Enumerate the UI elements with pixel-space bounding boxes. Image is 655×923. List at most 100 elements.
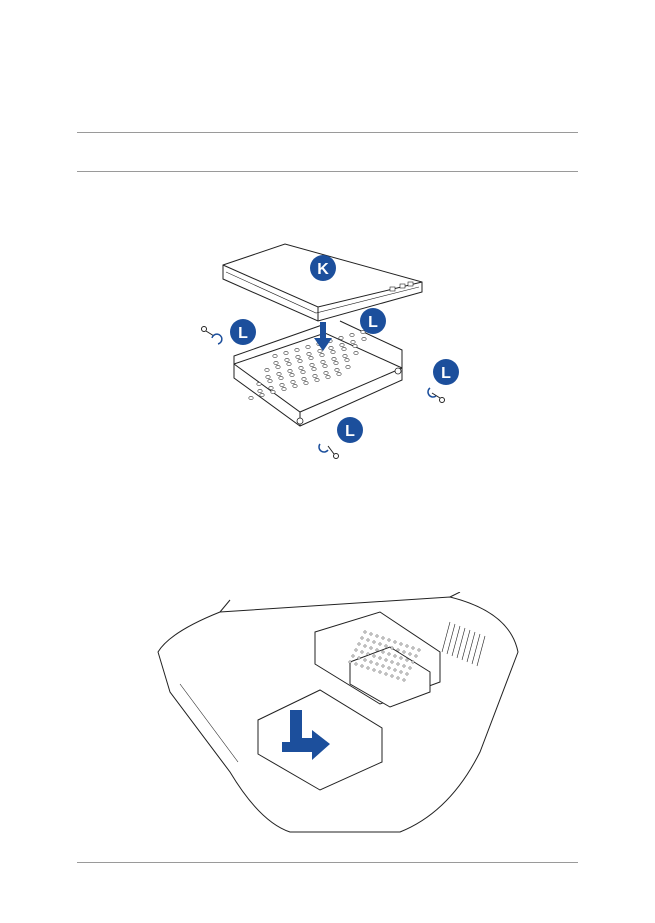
bracket-hole	[311, 367, 317, 371]
bracket-hole	[301, 377, 307, 381]
bay-hole	[399, 670, 403, 674]
bay-hole	[348, 660, 352, 664]
bay-hole	[354, 648, 358, 652]
bay-hole	[384, 658, 388, 662]
bracket-hole	[350, 340, 356, 344]
svg-text:L: L	[345, 423, 355, 440]
bay-hole	[399, 642, 403, 646]
bay-hole	[381, 664, 385, 668]
bracket-hole	[276, 372, 282, 376]
bracket-hole	[265, 375, 271, 379]
bracket-hole	[336, 372, 342, 376]
hard-drive-illustration	[222, 243, 423, 322]
bracket-hole	[270, 390, 276, 394]
bracket-hole	[323, 371, 329, 375]
bay-hole	[384, 672, 388, 676]
bracket-hole	[286, 362, 292, 366]
bracket-hole	[330, 350, 336, 354]
bay-hole	[414, 654, 418, 658]
bay-hole	[354, 662, 358, 666]
svg-text:L: L	[441, 365, 451, 382]
bracket-hole	[333, 361, 339, 365]
bay-hole	[387, 652, 391, 656]
bracket-hole	[294, 348, 300, 352]
bay-hole	[405, 644, 409, 648]
bay-hole	[390, 660, 394, 664]
header-rule-top	[77, 132, 578, 133]
bay-hole	[408, 652, 412, 656]
bracket-hole	[273, 361, 279, 365]
screw-icon	[318, 443, 339, 459]
laptop-bay-figure	[150, 592, 530, 842]
screw-icon	[427, 387, 445, 403]
bay-hole	[369, 660, 373, 664]
bay-hole	[378, 656, 382, 660]
bracket-illustration	[233, 320, 403, 427]
bay-hole	[393, 640, 397, 644]
callout-screw-top-left: L	[230, 319, 256, 345]
bay-hole	[411, 660, 415, 664]
bracket-hole	[283, 351, 289, 355]
bracket-hole	[317, 349, 323, 353]
bay-hole	[405, 658, 409, 662]
footer-rule	[77, 862, 578, 863]
bay-hole	[393, 668, 397, 672]
bay-hole	[357, 642, 361, 646]
bay-hole	[402, 678, 406, 682]
bracket-hole	[331, 357, 337, 361]
bay-hole	[360, 636, 364, 640]
bracket-hole	[267, 379, 273, 383]
bracket-hole	[322, 364, 328, 368]
bracket-hole	[339, 343, 345, 347]
bay-hole	[417, 648, 421, 652]
bay-hole	[375, 662, 379, 666]
bay-hole	[363, 644, 367, 648]
bay-hole	[381, 636, 385, 640]
bay-hole	[357, 656, 361, 660]
bay-holes	[348, 630, 421, 682]
bay-hole	[411, 646, 415, 650]
bay-hole	[366, 638, 370, 642]
bracket-hole	[284, 358, 290, 362]
bracket-hole	[309, 363, 315, 367]
bracket-hole	[320, 360, 326, 364]
bracket-hole	[297, 359, 303, 363]
bracket-hole	[275, 365, 281, 369]
vent-slot	[456, 627, 466, 659]
callout-screw-bottom: L	[337, 417, 363, 443]
bracket-hole	[342, 354, 348, 358]
bracket-hole	[272, 354, 278, 358]
bracket-hole	[345, 365, 351, 369]
bay-hole	[393, 654, 397, 658]
bracket-hole	[290, 380, 296, 384]
bay-hole	[351, 654, 355, 658]
bracket-hole	[256, 382, 262, 386]
bay-hole	[360, 650, 364, 654]
bracket-hole	[268, 386, 274, 390]
vent-slot	[466, 631, 476, 663]
bracket-hole	[328, 346, 334, 350]
bay-hole	[384, 644, 388, 648]
bay-hole	[369, 632, 373, 636]
hdd-bracket-figure: K L L L L	[190, 238, 470, 478]
bay-hole	[372, 668, 376, 672]
bay-hole	[366, 652, 370, 656]
bracket-hole	[361, 337, 367, 341]
bracket-hole	[352, 344, 358, 348]
bracket-hole	[292, 384, 298, 388]
bracket-hole	[341, 347, 347, 351]
bay-hole	[402, 664, 406, 668]
vent-slot	[476, 635, 486, 667]
screw-icon	[201, 326, 223, 345]
bay-hole	[378, 642, 382, 646]
bracket-hole	[334, 368, 340, 372]
bracket-hole	[325, 375, 331, 379]
bracket-hole	[312, 374, 318, 378]
bay-hole	[363, 658, 367, 662]
bay-hole	[405, 672, 409, 676]
svg-text:K: K	[317, 261, 329, 278]
bracket-hole	[279, 383, 285, 387]
bay-hole	[363, 630, 367, 634]
bay-hole	[372, 654, 376, 658]
bay-hole	[378, 670, 382, 674]
